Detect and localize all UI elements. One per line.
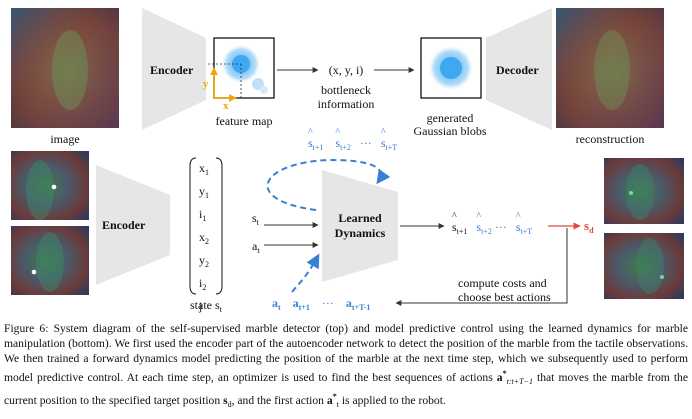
reconstruction-label: reconstruction [575, 132, 645, 146]
feature-map-label: feature map [215, 114, 273, 128]
tactile-image-1 [11, 151, 89, 220]
loop-pred: st+2 [335, 127, 350, 152]
caption-first-action: a*t [326, 391, 339, 409]
generated-blobs [420, 37, 482, 99]
out-pred: st+1 [452, 211, 467, 236]
dynamics-shape [322, 170, 398, 282]
dynamics-line1: Learned [338, 211, 382, 225]
encoder-shape-top [142, 8, 206, 130]
loop-pred: st+T [381, 127, 397, 152]
action-item: at+T-1 [345, 296, 371, 312]
loop-pred: st+1 [308, 127, 323, 152]
arrow-compute-costs [395, 228, 568, 306]
bottleneck-line1: bottleneck [321, 83, 371, 97]
feature-map [208, 37, 275, 102]
input-at: at [252, 239, 260, 255]
blue-actions-arrow [291, 253, 320, 293]
output-predictions: st+1 st+2 ··· st+T [452, 211, 532, 236]
state-vector: x1 y1 i1 x2 y2 i2 j [199, 159, 219, 320]
action-item: at [272, 296, 281, 312]
generated-line2: Gaussian blobs [413, 124, 487, 138]
state-vector-brackets [189, 157, 223, 295]
encoder-shape-bottom [96, 165, 170, 285]
dynamics-line2: Dynamics [334, 226, 386, 240]
reconstruction-image [556, 8, 664, 128]
loop-pred-ellipsis: ··· [359, 136, 372, 150]
axis-x-label: x [223, 100, 229, 112]
out-pred: st+2 [476, 211, 491, 236]
caption-part1: Figure 6: System diagram of the self-sup… [4, 322, 688, 384]
state-entry: y1 [199, 184, 209, 200]
action-item: at+1 [292, 296, 310, 312]
encoder-label-top: Encoder [150, 63, 194, 77]
out-pred-ellipsis: ··· [494, 220, 507, 234]
state-entry: x1 [199, 161, 209, 177]
figure-caption: Figure 6: System diagram of the self-sup… [4, 321, 688, 412]
generated-line1: generated [426, 111, 474, 125]
blue-loop-arrow [266, 158, 391, 211]
action-ellipsis: ··· [321, 296, 334, 310]
target-state: sd [584, 218, 594, 235]
caption-target-state: sd [223, 393, 232, 409]
compute-costs-line1: compute costs and [458, 276, 547, 290]
state-label: state st [190, 298, 222, 314]
bottleneck-line2: information [317, 97, 375, 111]
loop-predictions: st+1 st+2 ··· st+T [308, 127, 397, 152]
state-entry: x2 [199, 230, 209, 246]
axis-y-label: y [203, 78, 209, 90]
bottleneck-tuple: (x, y, i) [328, 63, 364, 77]
out-pred: st+T [516, 211, 532, 236]
caption-part4: is applied to the robot. [338, 393, 446, 407]
caption-seq-action: a*t:t+T−1 [496, 369, 533, 386]
target-image-2 [604, 233, 684, 299]
decoder-label: Decoder [496, 63, 539, 77]
input-image [11, 8, 119, 128]
state-entry: i2 [199, 276, 207, 292]
action-sequence: at at+1 ··· at+T-1 [272, 296, 370, 312]
caption-part3: , and the first action [231, 393, 327, 407]
input-st: st [252, 211, 259, 227]
state-entry: j [199, 299, 203, 313]
compute-costs-line2: choose best actions [458, 290, 551, 304]
caption-part2: that moves the marble from the current p… [4, 370, 688, 407]
encoder-label-bottom: Encoder [102, 218, 146, 232]
target-image-1 [604, 158, 684, 224]
state-entry: y2 [199, 253, 209, 269]
tactile-image-2 [11, 226, 89, 295]
state-entry: i1 [199, 207, 207, 223]
decoder-shape [486, 8, 552, 130]
image-label: image [50, 132, 80, 146]
